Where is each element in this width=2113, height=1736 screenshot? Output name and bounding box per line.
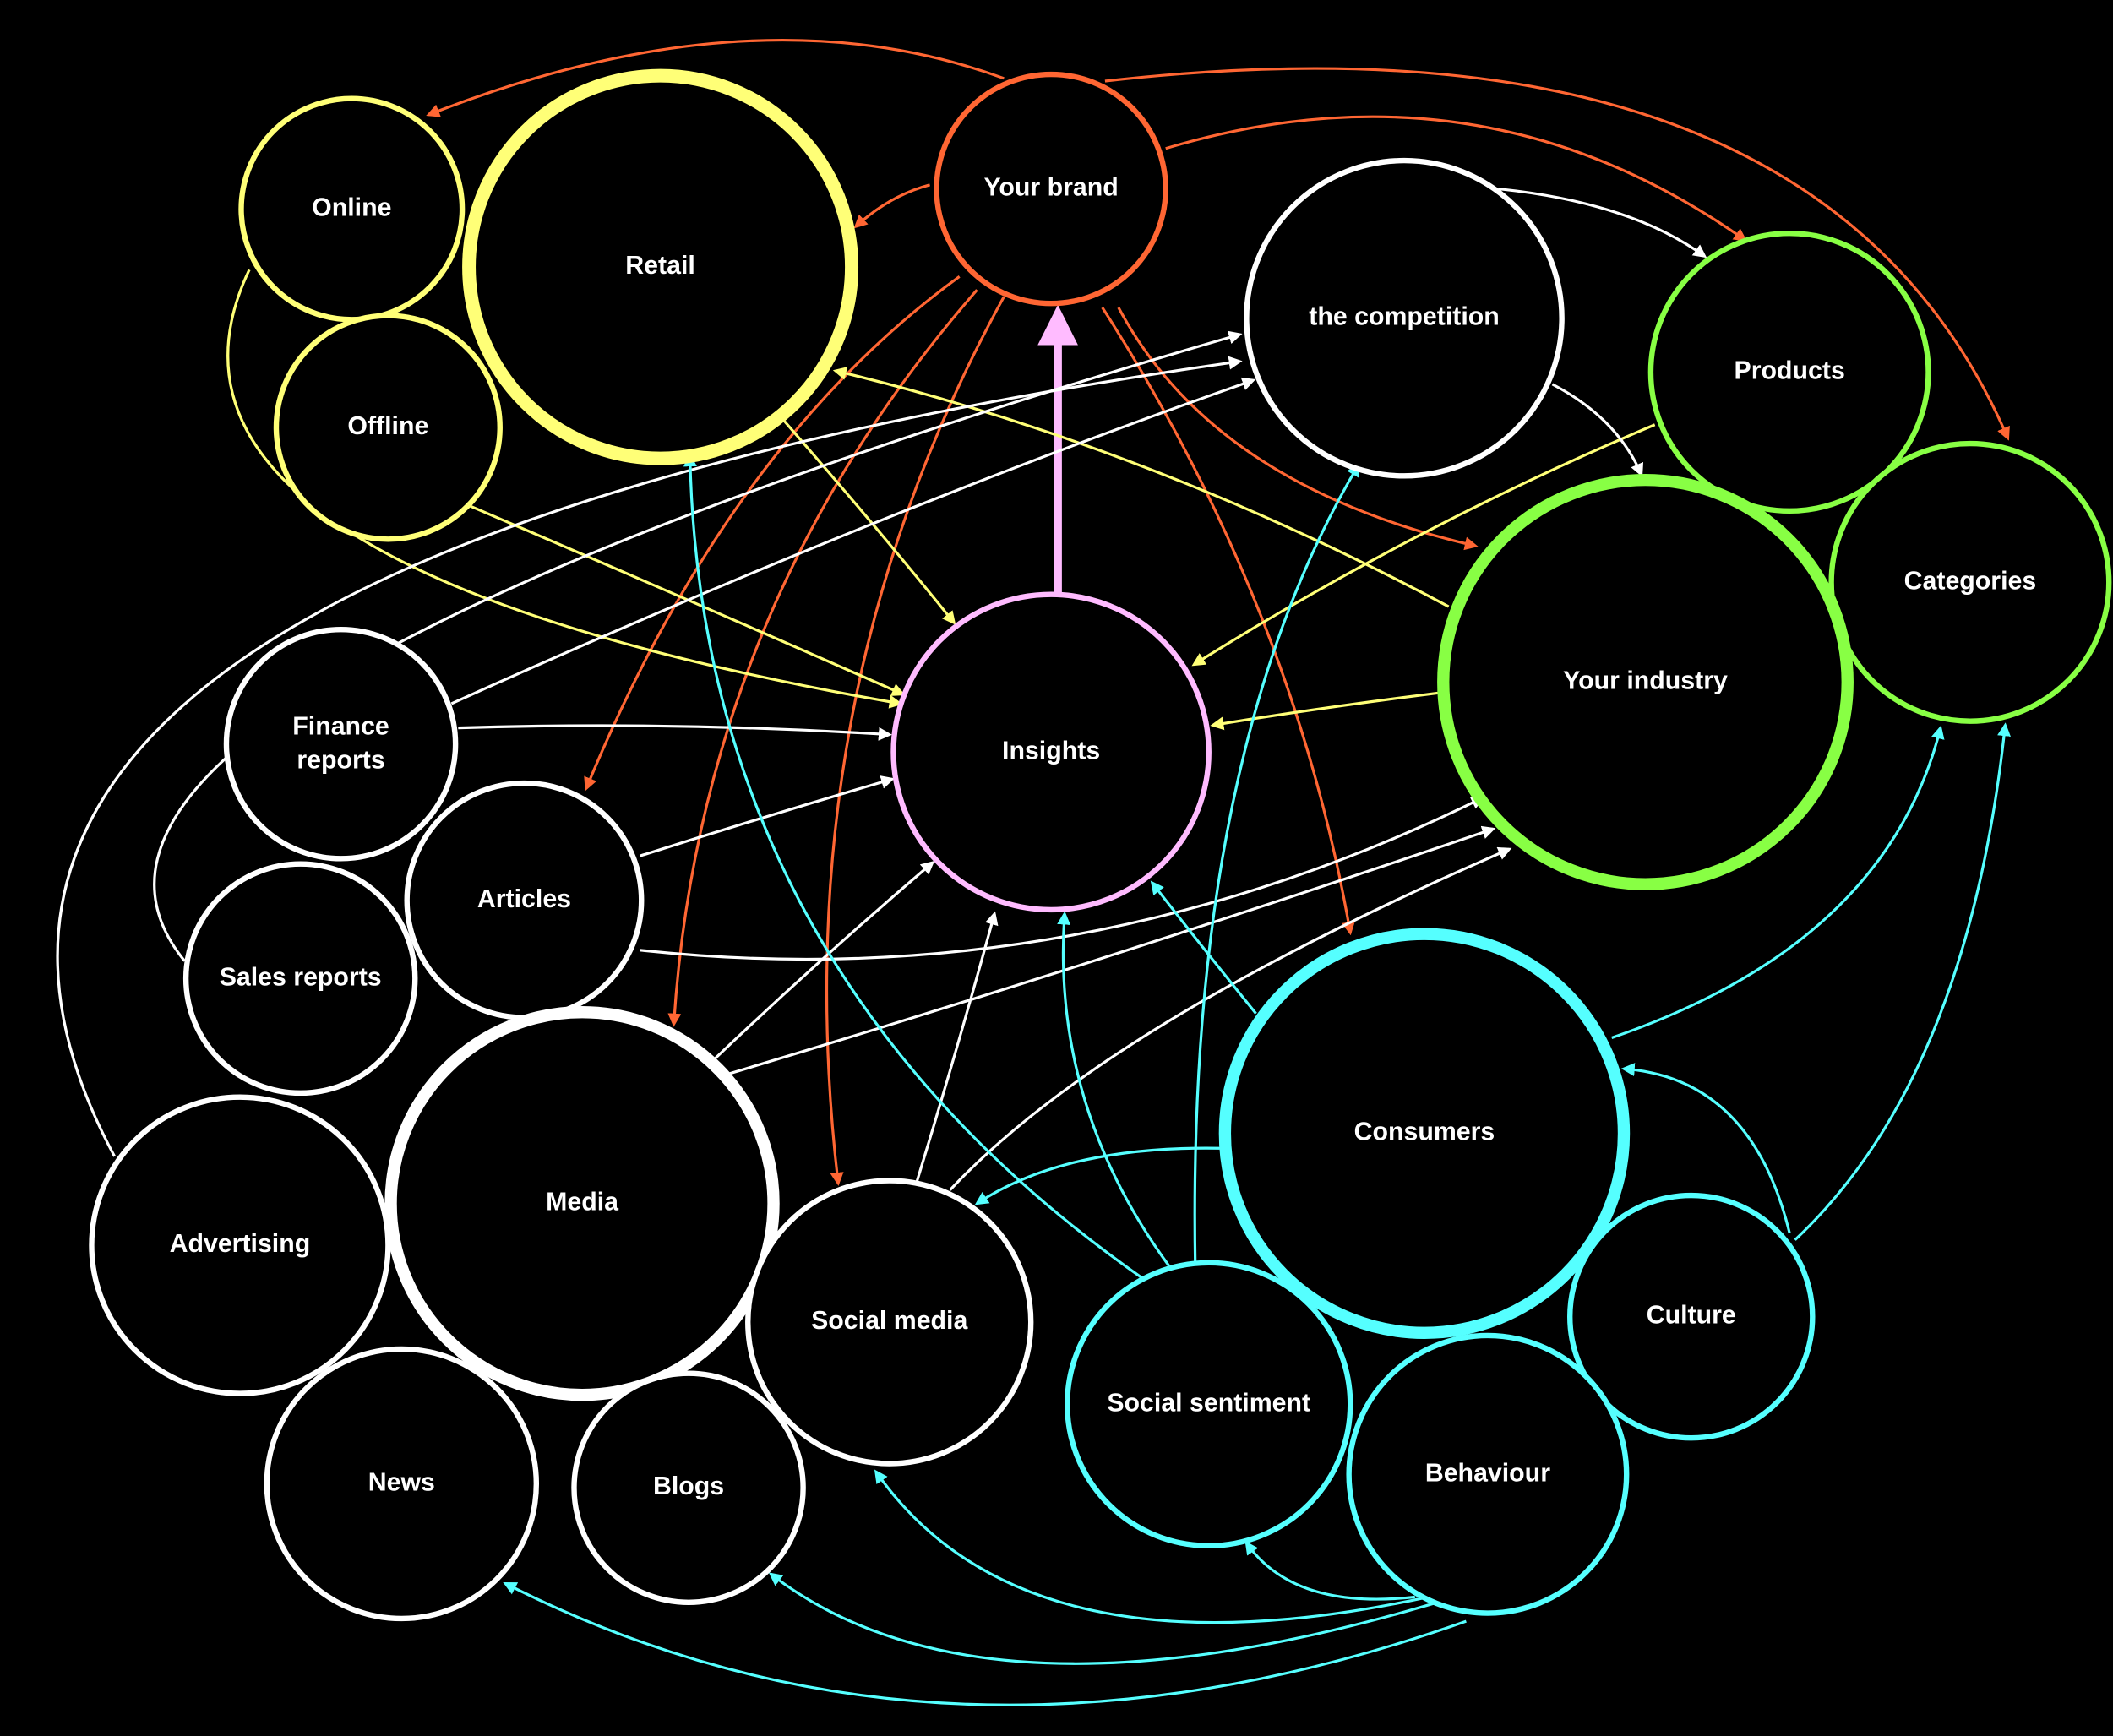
node-sales: Sales reports bbox=[182, 861, 418, 1097]
edge-media-to-industry bbox=[727, 825, 1496, 1076]
edge-articles-to-insights bbox=[640, 775, 895, 857]
node-advertising-circle bbox=[89, 1094, 391, 1396]
node-categories-label: Categories bbox=[1904, 567, 2037, 595]
node-sentiment-label: Social sentiment bbox=[1107, 1389, 1310, 1417]
node-insights-circle bbox=[890, 591, 1212, 913]
node-competition: the competition bbox=[1244, 157, 1565, 479]
node-offline-circle bbox=[273, 313, 503, 542]
edge-competition-to-products bbox=[1498, 188, 1707, 258]
edge-media-to-insights bbox=[713, 861, 935, 1061]
node-social-circle bbox=[745, 1178, 1034, 1467]
node-finance-circle bbox=[223, 626, 459, 862]
node-brand-circle bbox=[934, 71, 1168, 307]
edge-sentiment-to-insights bbox=[1057, 911, 1171, 1268]
edge-culture-to-categories bbox=[1794, 722, 2011, 1241]
node-competition-label: the competition bbox=[1309, 303, 1500, 331]
edge-finance-to-competition bbox=[450, 377, 1256, 705]
node-culture: Culture bbox=[1567, 1192, 1816, 1441]
node-advertising: Advertising bbox=[89, 1094, 391, 1396]
node-industry-circle bbox=[1437, 473, 1854, 890]
node-finance-label-line2: reports bbox=[297, 746, 384, 774]
edge-advertising-to-competition bbox=[56, 356, 1243, 1157]
node-behaviour-circle bbox=[1346, 1332, 1630, 1616]
edge-brand-to-industry bbox=[1117, 307, 1479, 551]
node-finance-label: Finance bbox=[292, 713, 389, 741]
node-articles-label: Articles bbox=[477, 885, 571, 913]
edge-offline-to-insights bbox=[468, 503, 906, 696]
node-sales-circle bbox=[182, 861, 418, 1097]
node-consumers: Consumers bbox=[1218, 928, 1631, 1339]
node-industry: Your industry bbox=[1437, 473, 1854, 890]
edge-industry-to-insights bbox=[1210, 691, 1440, 731]
node-social-label: Social media bbox=[811, 1307, 968, 1335]
node-behaviour: Behaviour bbox=[1346, 1332, 1630, 1616]
node-retail: Retail bbox=[462, 68, 859, 465]
node-insights: Insights bbox=[890, 591, 1212, 913]
node-sentiment-circle bbox=[1065, 1260, 1353, 1548]
edge-behaviour-to-news bbox=[503, 1582, 1467, 1706]
node-blogs-label: Blogs bbox=[653, 1472, 724, 1500]
node-blogs: Blogs bbox=[571, 1370, 806, 1605]
edge-brand-to-products bbox=[1165, 115, 1748, 242]
edge-behaviour-to-social bbox=[874, 1469, 1430, 1624]
node-brand-label: Your brand bbox=[983, 174, 1118, 202]
node-insights-label: Insights bbox=[1002, 737, 1100, 765]
node-culture-label: Culture bbox=[1647, 1302, 1736, 1330]
node-retail-circle bbox=[462, 68, 859, 465]
edge-products-to-insights bbox=[1191, 423, 1656, 667]
node-media-circle bbox=[384, 1005, 780, 1401]
edge-finance-to-insights bbox=[458, 724, 892, 741]
node-products-circle bbox=[1647, 231, 1931, 514]
node-news-label: News bbox=[368, 1468, 435, 1496]
node-finance: Finance reports bbox=[223, 626, 459, 862]
node-media-label: Media bbox=[546, 1189, 619, 1216]
node-media: Media bbox=[384, 1005, 780, 1401]
node-behaviour-label: Behaviour bbox=[1425, 1459, 1550, 1487]
node-consumers-circle bbox=[1218, 928, 1631, 1339]
node-categories-circle bbox=[1828, 440, 2112, 724]
node-blogs-circle bbox=[571, 1370, 806, 1605]
edge-sentiment-to-retail bbox=[683, 453, 1146, 1282]
node-competition-circle bbox=[1244, 157, 1565, 479]
node-social: Social media bbox=[745, 1178, 1034, 1467]
node-online-label: Online bbox=[312, 194, 391, 222]
node-products-label: Products bbox=[1735, 357, 1845, 385]
node-news-circle bbox=[264, 1346, 540, 1622]
edge-consumers-to-social bbox=[974, 1146, 1220, 1205]
edge-brand-to-categories bbox=[1104, 67, 2010, 441]
node-retail-label: Retail bbox=[625, 252, 695, 280]
node-articles: Articles bbox=[404, 780, 645, 1020]
node-consumers-label: Consumers bbox=[1354, 1118, 1495, 1146]
edge-brand-to-retail bbox=[853, 183, 930, 229]
node-advertising-label: Advertising bbox=[170, 1230, 311, 1258]
node-products: Products bbox=[1647, 231, 1931, 514]
node-offline-label: Offline bbox=[347, 412, 428, 440]
edge-articles-to-industry bbox=[640, 797, 1485, 961]
edge-brand-to-articles bbox=[584, 275, 961, 792]
edge-behaviour-to-sentiment bbox=[1244, 1540, 1415, 1601]
edge-culture-to-consumers bbox=[1620, 1063, 1791, 1234]
node-categories: Categories bbox=[1828, 440, 2112, 724]
node-sales-label: Sales reports bbox=[220, 963, 382, 991]
edge-competition-to-industry bbox=[1551, 383, 1644, 477]
edge-social-to-insights bbox=[915, 911, 999, 1184]
node-offline: Offline bbox=[273, 313, 503, 542]
edge-behaviour-to-blogs bbox=[768, 1572, 1443, 1665]
node-industry-label: Your industry bbox=[1563, 667, 1728, 694]
edge-brand-to-online bbox=[426, 38, 1005, 117]
node-brand: Your brand bbox=[934, 71, 1168, 307]
node-sentiment: Social sentiment bbox=[1065, 1260, 1353, 1548]
node-culture-circle bbox=[1567, 1192, 1816, 1441]
edge-consumers-to-insights bbox=[1150, 880, 1257, 1015]
edge-sentiment-to-competition bbox=[1193, 462, 1360, 1267]
node-news: News bbox=[264, 1346, 540, 1622]
edge-industry-to-retail bbox=[832, 367, 1450, 608]
edge-consumers-to-categories bbox=[1611, 725, 1945, 1039]
edge-brand-to-consumers bbox=[1101, 307, 1355, 936]
node-online: Online bbox=[238, 95, 466, 323]
edge-social-to-industry bbox=[949, 846, 1512, 1191]
